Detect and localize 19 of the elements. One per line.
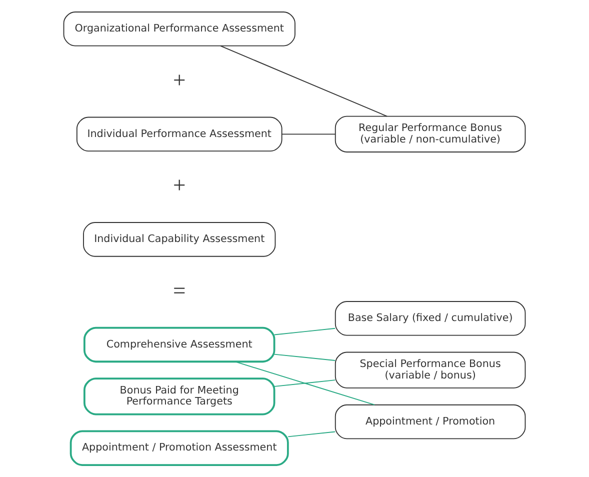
connector <box>282 134 336 135</box>
node-box: Individual Performance Assessment <box>76 116 282 152</box>
node-box: Bonus Paid for Meeting Performance Targets <box>84 378 276 416</box>
label: + <box>173 172 186 198</box>
label: + <box>173 67 186 92</box>
node-box: Regular Performance Bonus (variable / non-cumulative) <box>334 116 526 152</box>
node-box: Appointment / Promotion <box>334 404 526 440</box>
connector <box>274 380 336 387</box>
connector <box>274 354 336 361</box>
label: = <box>173 278 186 303</box>
node-box: Base Salary (fixed / cumulative) <box>334 301 526 336</box>
node-box: Individual Capability Assessment <box>83 222 276 257</box>
connector <box>288 431 336 438</box>
node-box: Organizational Performance Assessment <box>63 12 296 46</box>
node-box: Appointment / Promotion Assessment <box>70 430 289 466</box>
connector <box>274 328 336 336</box>
connector <box>220 45 388 117</box>
node-box: Special Performance Bonus (variable / bonus) <box>334 352 526 388</box>
node-box: Comprehensive Assessment <box>84 326 276 363</box>
